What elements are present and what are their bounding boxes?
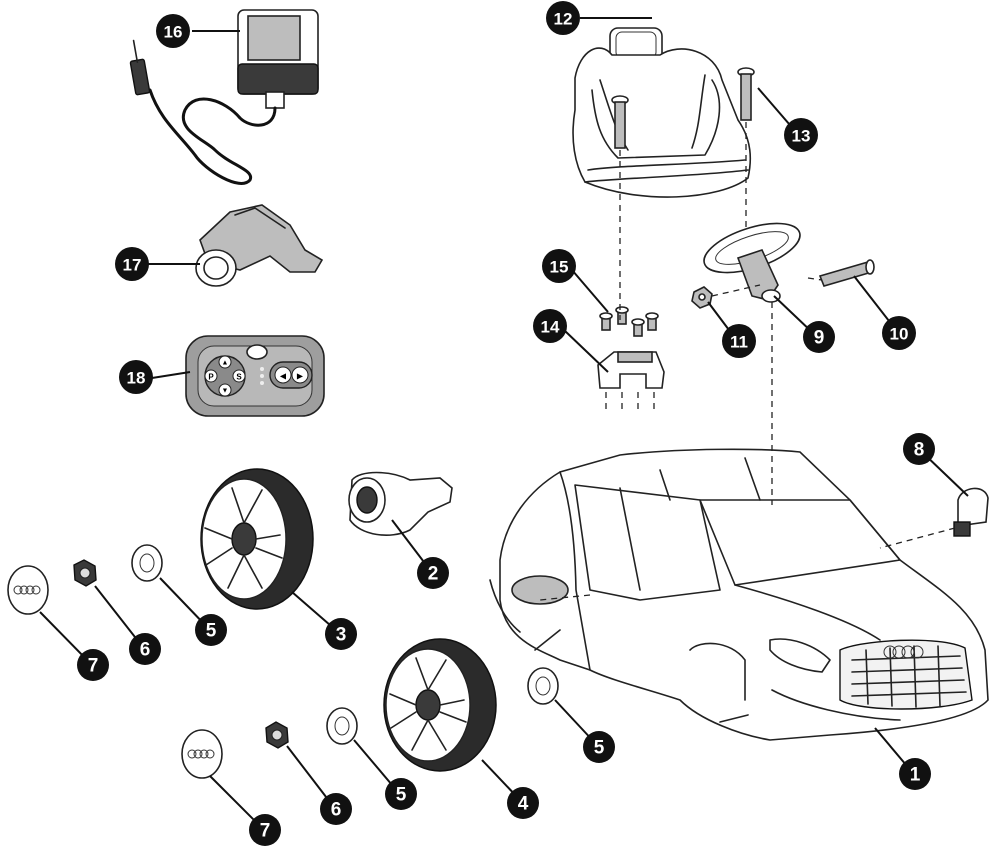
callout-14-label: 14 xyxy=(541,318,560,337)
callout-17: 17 xyxy=(115,247,149,281)
callout-5-upper-label: 5 xyxy=(206,621,217,642)
remote-up-glyph: ▲ xyxy=(222,360,229,367)
callout-5-right: 5 xyxy=(583,731,615,763)
callout-10: 10 xyxy=(882,316,916,350)
callout-5-right-label: 5 xyxy=(594,738,605,759)
callout-13-label: 13 xyxy=(792,127,811,146)
callout-12-label: 12 xyxy=(554,10,573,29)
callout-7-lower: 7 xyxy=(249,814,281,846)
seat-bolts-part xyxy=(611,67,755,149)
callout-2: 2 xyxy=(417,557,449,589)
callout-7-upper-label: 7 xyxy=(88,656,99,677)
callout-10-label: 10 xyxy=(890,325,909,344)
callout-11-label: 11 xyxy=(730,333,748,352)
callout-15: 15 xyxy=(542,249,576,283)
remote-p-label: P xyxy=(208,373,214,382)
screws-part xyxy=(599,306,659,337)
callout-13: 13 xyxy=(784,118,818,152)
wrench-part xyxy=(195,204,324,287)
callout-3: 3 xyxy=(325,618,357,650)
car-body-part xyxy=(489,448,989,741)
callout-5-lower: 5 xyxy=(385,778,417,810)
callout-5-lower-label: 5 xyxy=(396,785,407,806)
callout-11: 11 xyxy=(722,324,756,358)
callout-4: 4 xyxy=(507,787,539,819)
hub-caps-part xyxy=(7,565,223,779)
callout-12: 12 xyxy=(546,1,580,35)
washers-part xyxy=(131,544,559,745)
callout-8-label: 8 xyxy=(914,440,925,461)
callout-17-label: 17 xyxy=(123,256,142,275)
callout-18: 18 xyxy=(119,360,153,394)
mirror-part xyxy=(953,487,989,537)
callout-5-upper: 5 xyxy=(195,614,227,646)
remote-down-glyph: ▼ xyxy=(222,388,229,395)
wheel-part-upper xyxy=(200,468,314,610)
callout-8: 8 xyxy=(903,433,935,465)
wheel-part-lower xyxy=(383,638,497,772)
callout-6-upper-label: 6 xyxy=(140,640,151,661)
callout-7-upper: 7 xyxy=(77,649,109,681)
steering-wheel-part xyxy=(703,222,801,303)
callout-9: 9 xyxy=(803,321,835,353)
callout-1: 1 xyxy=(899,758,931,790)
callout-7-lower-label: 7 xyxy=(260,821,271,842)
remote-s-label: S xyxy=(236,373,242,382)
bracket-part xyxy=(597,351,665,389)
callout-6-lower-label: 6 xyxy=(331,800,342,821)
hex-nuts-part xyxy=(73,559,289,749)
remote-left-glyph: ◀ xyxy=(280,372,287,381)
callout-16: 16 xyxy=(156,14,190,48)
callout-6-upper: 6 xyxy=(129,633,161,665)
callout-2-label: 2 xyxy=(428,564,439,585)
seat-part xyxy=(572,27,752,198)
callout-1-label: 1 xyxy=(910,765,921,786)
charger-part xyxy=(129,9,319,185)
steering-bolt-part xyxy=(818,259,875,287)
remote-control-part: ▲ ▼ P S ◀ ▶ xyxy=(185,335,325,417)
callout-4-label: 4 xyxy=(518,794,529,815)
callout-3-label: 3 xyxy=(336,625,347,646)
callout-9-label: 9 xyxy=(814,328,825,349)
callout-18-label: 18 xyxy=(127,369,146,388)
callout-15-label: 15 xyxy=(550,258,569,277)
callout-6-lower: 6 xyxy=(320,793,352,825)
callout-14: 14 xyxy=(533,309,567,343)
assembly-guide-lines xyxy=(539,122,956,601)
remote-right-glyph: ▶ xyxy=(297,372,304,381)
gearbox-part xyxy=(348,471,453,536)
callout-16-label: 16 xyxy=(164,23,183,42)
